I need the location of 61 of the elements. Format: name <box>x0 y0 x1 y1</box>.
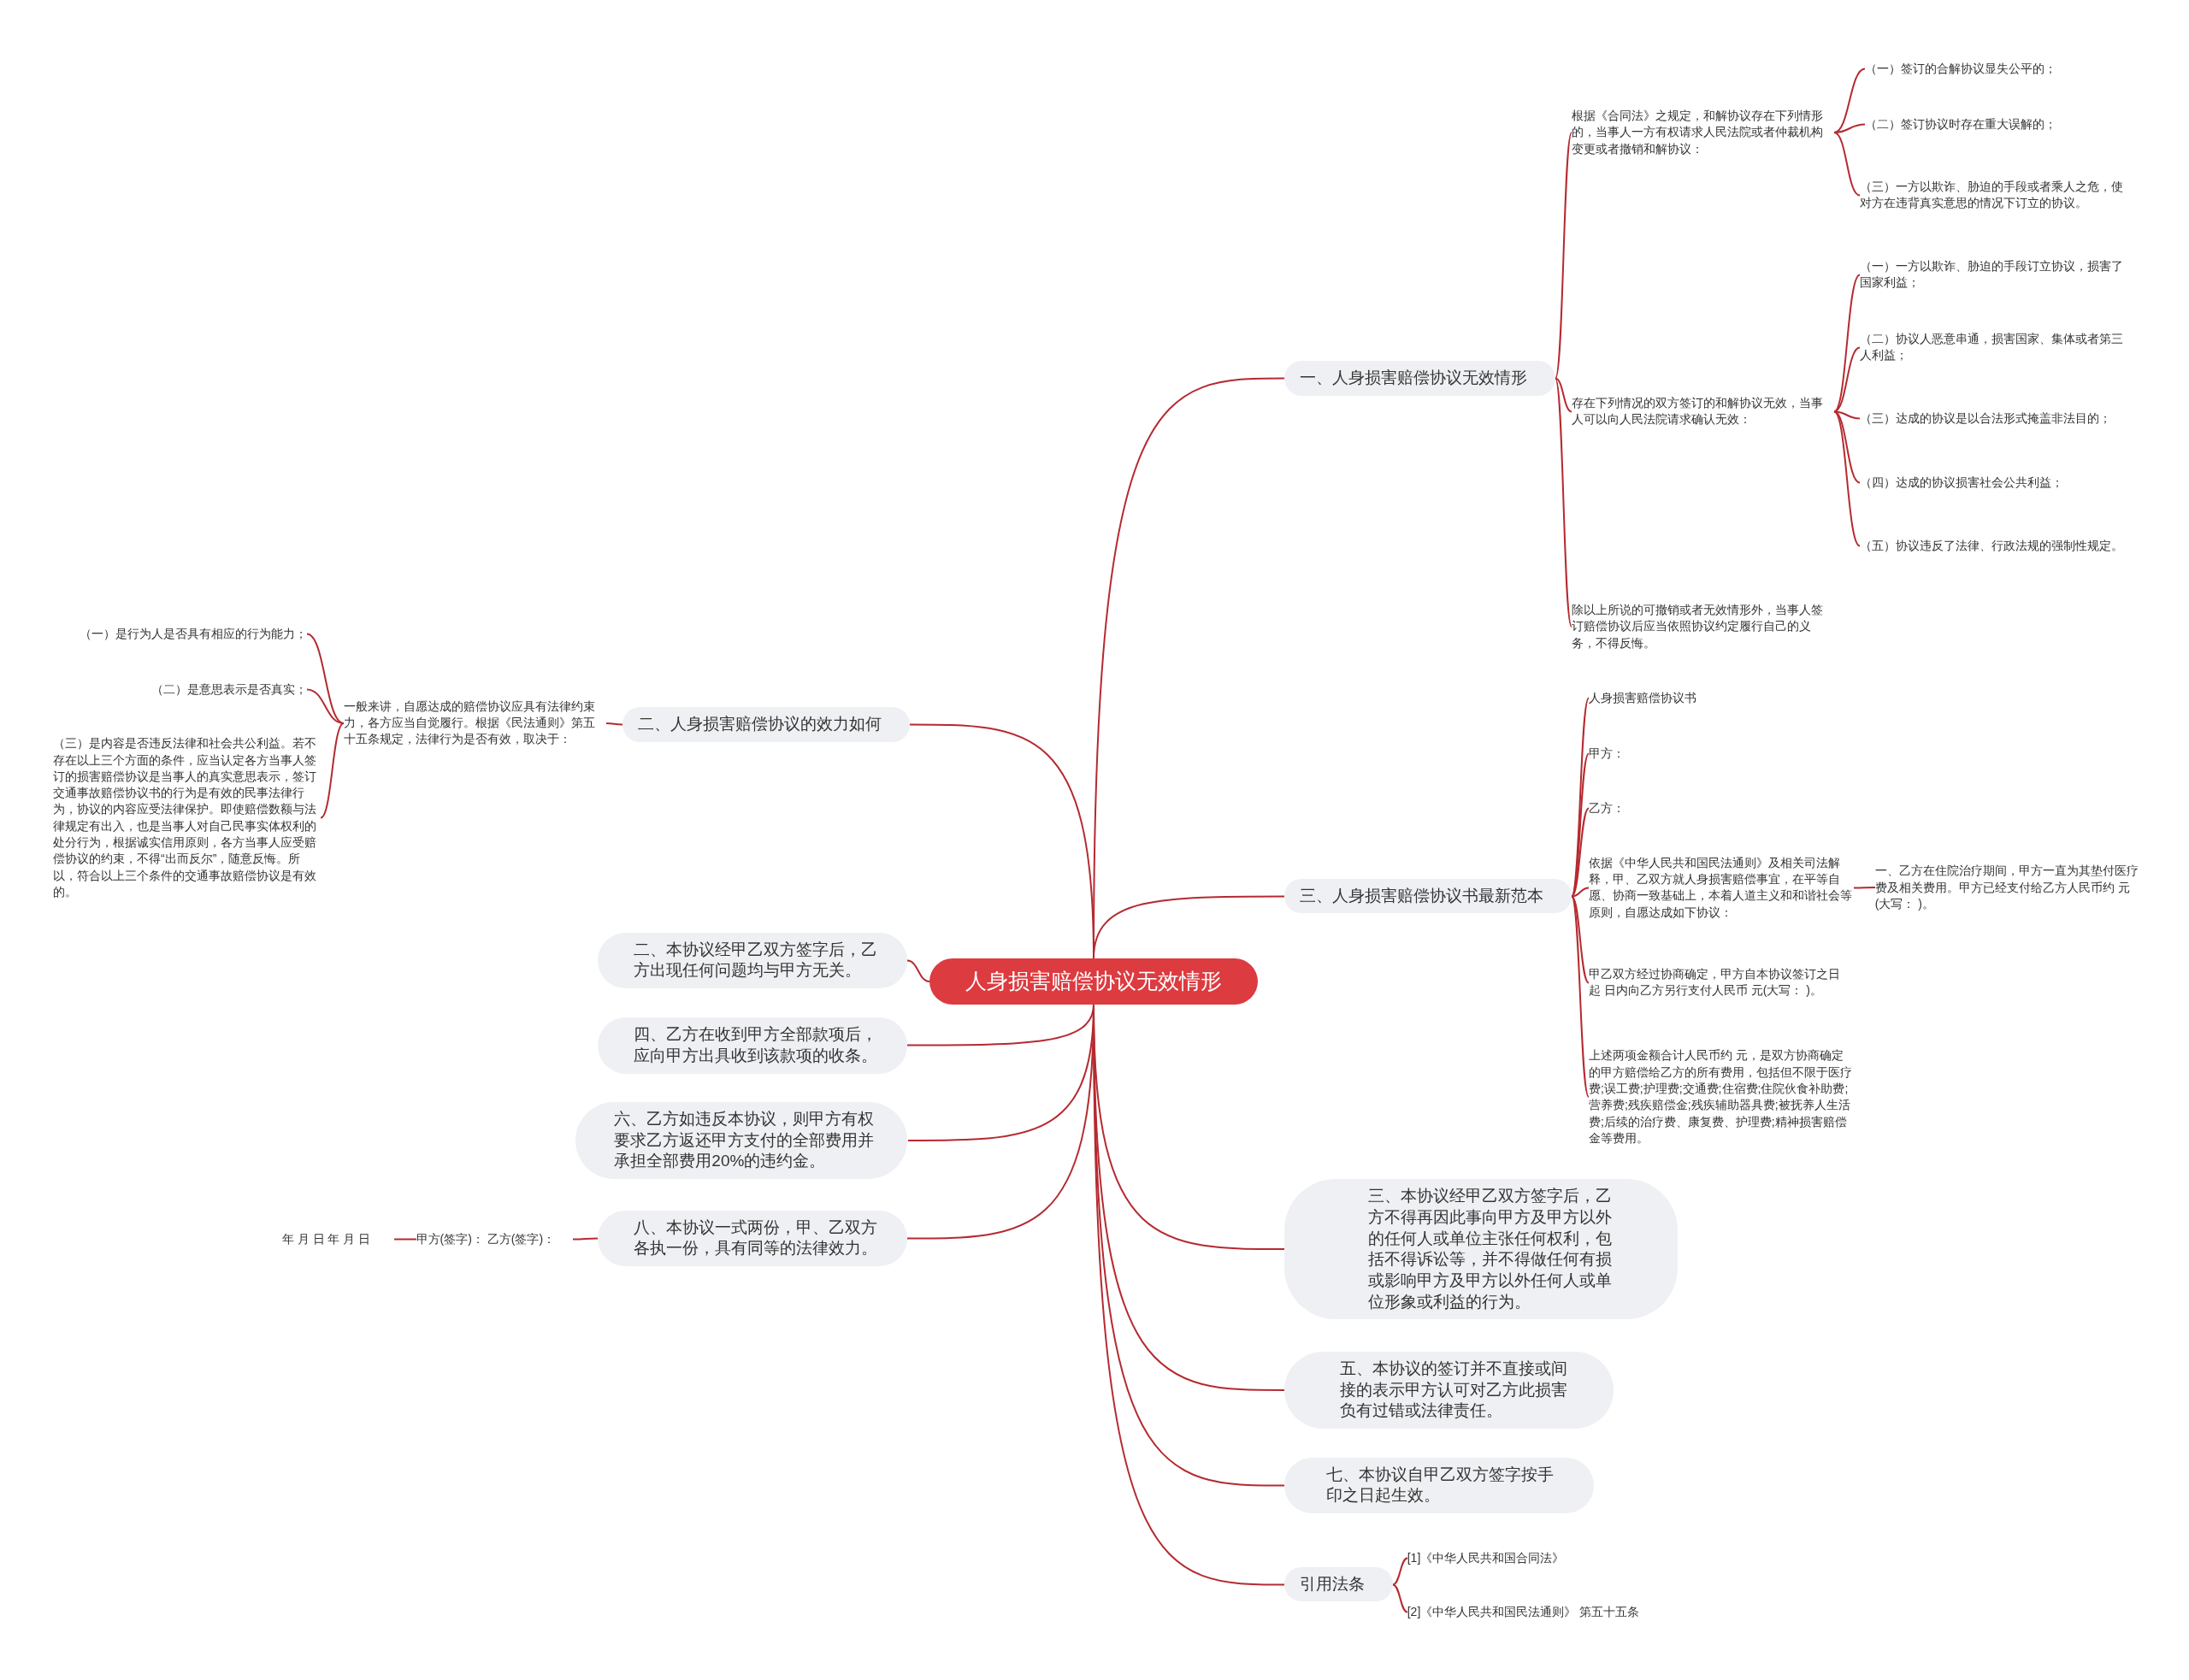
branch-text: （一）是行为人是否具有相应的行为能力； <box>41 625 308 643</box>
branch-text: 甲乙双方经过协商确定，甲方自本协议签订之日起 日内向乙方另行支付人民币 元(大写： )。 <box>1588 965 1846 999</box>
branch-text: （二）签订协议时存在重大误解的； <box>1865 115 2131 133</box>
connector-line <box>1833 123 1866 133</box>
connector-line <box>1571 887 1590 898</box>
topic-pill: 二、本协议经甲乙双方签字后，乙方出现任何问题均与甲方无关。 <box>597 932 908 989</box>
topic-pill: 三、本协议经甲乙双方签字后，乙方不得再因此事向甲方及甲方以外的任何人或单位主张任何权利，包括不得诉讼等，并不得做任何有损或影响甲方及甲方以外任何人或单位形象或利益的行为。 <box>1284 1179 1679 1320</box>
connector-line <box>605 722 623 726</box>
branch-text: （一）一方以欺诈、胁迫的手段订立协议，损害了国家利益； <box>1859 258 2125 292</box>
branch-text: （三）达成的协议是以合法形式掩盖非法目的； <box>1859 410 2125 427</box>
topic-pill: 引用法条 <box>1284 1566 1394 1602</box>
branch-text: 甲方： <box>1588 746 1673 763</box>
connector-line <box>1093 895 1285 959</box>
topic-pill: 四、乙方在收到甲方全部款项后，应向甲方出具收到该款项的收条。 <box>597 1017 908 1074</box>
topic-pill: 七、本协议自甲乙双方签字按手印之日起生效。 <box>1284 1457 1595 1513</box>
topic-pill: 六、乙方如违反本协议，则甲方有权要求乙方返还甲方支付的全部费用并承担全部费用20%的违约金。 <box>575 1101 908 1179</box>
topic-pill: 五、本协议的签订并不直接或间接的表示甲方认可对乙方此损害负有过错或法律责任。 <box>1284 1352 1614 1429</box>
connector-line <box>1833 132 1861 197</box>
branch-text: 根据《合同法》之规定，和解协议存在下列情形的，当事人一方有权请求人民法院或者仲裁机构变更或者撤销和解协议： <box>1572 108 1835 158</box>
branch-text: [1]《中华人民共和国合同法》 <box>1407 1549 1617 1566</box>
branch-text: （三）一方以欺诈、胁迫的手段或者乘人之危，使对方在违背真实意思的情况下订立的协议。 <box>1859 179 2125 212</box>
connector-line <box>1833 346 1861 413</box>
branch-text: 一般来讲，自愿达成的赔偿协议应具有法律约束力，各方应当自觉履行。根据《民法通则》第五十五条规定，法律行为是否有效，取决于： <box>343 698 606 748</box>
topic-pill: 三、人身损害赔偿协议书最新范本 <box>1284 878 1572 914</box>
connector-line <box>906 959 930 982</box>
branch-text: 人身损害赔偿协议书 <box>1588 689 1771 707</box>
topic-pill: 八、本协议一式两份，甲、乙双方各执一份，具有同等的法律效力。 <box>597 1210 908 1267</box>
topic-pill: 一、人身损害赔偿协议无效情形 <box>1284 360 1555 396</box>
branch-text: 甲方(签字)： 乙方(签字)： <box>416 1231 573 1248</box>
central-topic: 人身损害赔偿协议无效情形 <box>929 958 1258 1005</box>
branch-text: （四）达成的协议损害社会公共利益； <box>1859 475 2125 492</box>
connector-line <box>320 722 345 819</box>
branch-text: （三）是内容是否违反法律和社会共公利益。若不存在以上三个方面的条件，应当认定各方当事人签订的损害赔偿协议是当事人的真实意思表示，签订交通事故赔偿协议书的行为是有效的民事法律行为，协议的内容应受法律保护。即使赔偿数额与法律规定有出入，也是当事人对自己民事实体权利的处分行为，根据诚实信用原则，各方当事人应受赔偿协议的约束，不得“出而反尔”，随意反悔。所以，符合以上三个条件的交通事故赔偿协议是有效的。 <box>53 735 322 901</box>
connector-line <box>306 633 345 724</box>
branch-text: [2]《中华人民共和国民法通则》 第五十五条 <box>1407 1604 1687 1621</box>
branch-text: 除以上所说的可撤销或者无效情形外，当事人签订赔偿协议后应当依照协议约定履行自己的义务，不得反悔。 <box>1572 602 1835 651</box>
branch-text: 年 月 日 年 月 日 <box>281 1231 394 1248</box>
connector-line <box>1555 377 1572 628</box>
branch-text: 存在下列情况的双方签订的和解协议无效，当事人可以向人民法院请求确认无效： <box>1572 395 1835 428</box>
branch-text: （二）协议人恶意串通，损害国家、集体或者第三人利益； <box>1859 331 2125 364</box>
branch-text: 乙方： <box>1588 799 1673 817</box>
connector-line <box>1833 68 1866 133</box>
topic-pill: 二、人身损害赔偿协议的效力如何 <box>622 706 911 742</box>
branch-text: （五）协议违反了法律、行政法规的强制性规定。 <box>1859 537 2125 555</box>
branch-text: （二）是意思表示是否真实； <box>41 681 308 699</box>
connector-line <box>1833 410 1861 484</box>
connector-line <box>393 1238 417 1241</box>
connector-line <box>1392 1557 1408 1586</box>
connector-line <box>1555 377 1572 413</box>
connector-line <box>1853 887 1876 889</box>
branch-text: 一、乙方在住院治疗期间，甲方一直为其垫付医疗费及相关费用。甲方已经支付给乙方人民币约 元(大写： )。 <box>1874 863 2144 913</box>
branch-text: （一）签订的合解协议显失公平的； <box>1865 60 2131 77</box>
connector-line <box>1392 1583 1408 1613</box>
connector-line <box>1833 410 1861 547</box>
connector-line <box>306 688 345 724</box>
connector-line <box>1571 807 1590 898</box>
connector-line <box>1571 895 1590 984</box>
branch-text: 上述两项金额合计人民币约 元，是双方协商确定的甲方赔偿给乙方的所有费用，包括但不限于医疗费;误工费;护理费;交通费;住宿费;住院伙食补助费;营养费;残疾赔偿金;残疾辅助器具费;被抚养人生活费;后续的治疗费、康复费、护理费;精神损害赔偿金等费用。 <box>1588 1047 1855 1147</box>
connector-line <box>572 1237 599 1241</box>
connector-line <box>1555 132 1572 380</box>
branch-text: 依据《中华人民共和国民法通则》及相关司法解释，甲、乙双方就人身损害赔偿事宜，在平等自愿、协商一致基础上，本着人道主义和和谐社会等原则，自愿达成如下协议： <box>1588 854 1855 922</box>
